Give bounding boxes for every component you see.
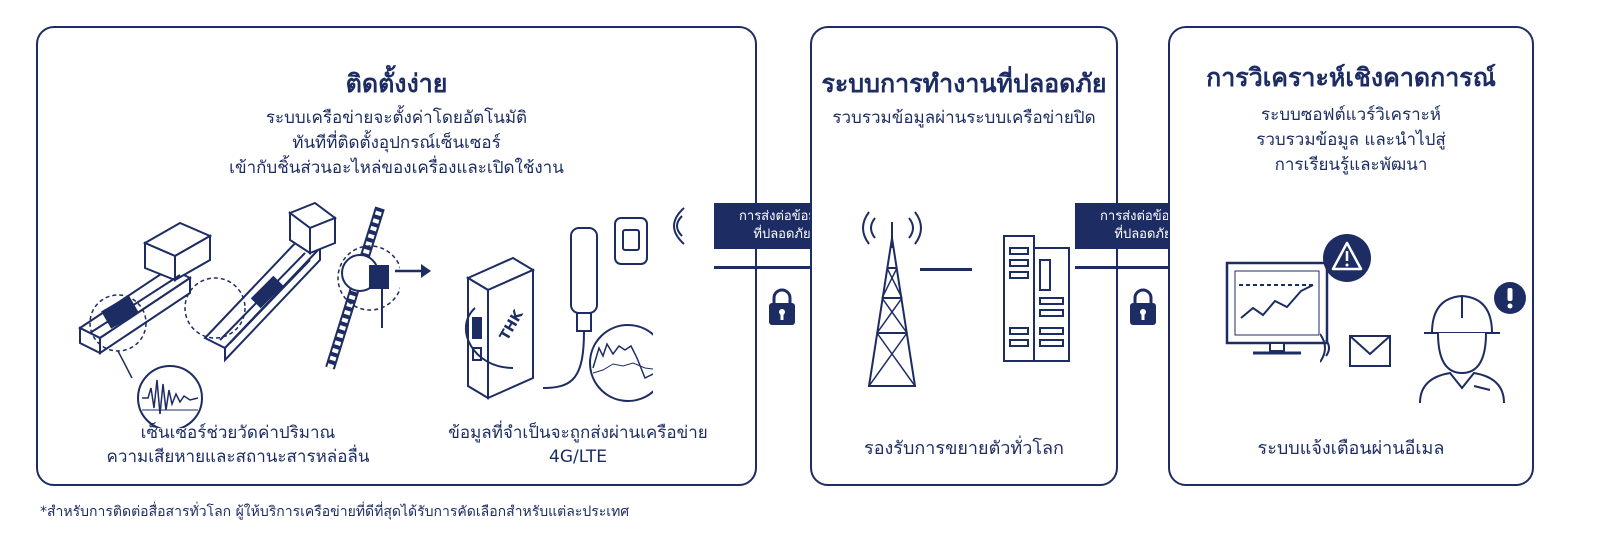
connector-line-1: [714, 266, 850, 269]
panel-install-subtitle: ระบบเครือข่ายจะตั้งค่าโดยอัตโนมัติ ทันที…: [38, 106, 755, 181]
secure-transfer-label-2-line-2: ที่ปลอดภัย: [1114, 227, 1172, 242]
usb-modem-icon: [464, 227, 598, 389]
caption-sensor-line-2: ความเสียหายและสถานะสารหล่อลื่น: [106, 447, 370, 467]
panel-secure-subtitle: รวบรวมข้อมูลผ่านระบบเครือข่ายปิด: [832, 108, 1096, 128]
lock-icon: [1130, 288, 1156, 325]
exclamation-icon: [1494, 282, 1526, 314]
panel-install-subtitle-line-1: ระบบเครือข่ายจะตั้งค่าโดยอัตโนมัติ: [265, 108, 528, 128]
arrow-right-icon: [395, 264, 431, 278]
sim-card-icon: [614, 217, 648, 265]
panel-secure-operation: ระบบการทำงานที่ปลอดภัย รวบรวมข้อมูลผ่านร…: [810, 26, 1118, 486]
waveform-graph-icon: [589, 324, 653, 402]
sensor-highlight-3: [337, 245, 400, 311]
machine-components-illustration: [78, 201, 400, 428]
envelope-icon: [1320, 333, 1391, 367]
ball-screw-icon: [325, 206, 389, 370]
footnote: *สำหรับการติดต่อสื่อสารทั่วโลก ผู้ให้บริ…: [40, 504, 630, 520]
sensor-highlight-2: [184, 277, 246, 339]
caption-sensor: เซ็นเซอร์ช่วยวัดค่าปริมาณ ความเสียหายและ…: [48, 421, 428, 469]
cell-tower-icon: [862, 211, 922, 387]
warning-icon: [1323, 234, 1371, 282]
panel-install-subtitle-line-2: ทันทีที่ติดตั้งอุปกรณ์เซ็นเซอร์: [292, 133, 501, 153]
panel-predict-subtitle-line-3: การเรียนรู้และพัฒนา: [1274, 155, 1428, 175]
panel-predict-subtitle-line-1: ระบบซอฟต์แวร์วิเคราะห์: [1260, 105, 1442, 125]
lock-icon: [769, 288, 795, 325]
secure-transfer-label-1-line-1: การส่งต่อข้อมูล: [739, 209, 825, 224]
linear-guide-icon: [78, 221, 213, 355]
panel-install-subtitle-line-3: เข้ากับชิ้นส่วนอะไหล่ของเครื่องและเปิดใช…: [229, 158, 564, 178]
caption-network-line-2: 4G/LTE: [549, 447, 607, 467]
panel-predict-subtitle-line-2: รวบรวมข้อมูล และนำไปสู่: [1256, 130, 1446, 150]
secure-transfer-label-1-line-2: ที่ปลอดภัย: [753, 227, 811, 242]
vibration-graph-icon: [137, 365, 203, 428]
wireless-signal-icon: [673, 207, 685, 245]
server-icon: [1003, 235, 1070, 362]
panel-predict-caption: ระบบแจ้งเตือนผ่านอีเมล: [1257, 438, 1445, 459]
panel-predictive-analysis: การวิเคราะห์เชิงคาดการณ์ ระบบซอฟต์แวร์วิ…: [1168, 26, 1534, 486]
caption-network-line-1: ข้อมูลที่จำเป็นจะถูกส่งผ่านเครือข่าย: [448, 423, 708, 443]
monitor-alert-icon: [1225, 234, 1371, 355]
panel-secure-title: ระบบการทำงานที่ปลอดภัย: [821, 69, 1107, 98]
panel-secure-caption: รองรับการขยายตัวทั่วโลก: [864, 438, 1064, 459]
panel-easy-install: ติดตั้งง่าย ระบบเครือข่ายจะตั้งค่าโดยอัต…: [36, 26, 757, 486]
gateway-device-illustration: THK: [464, 217, 653, 402]
connector-line-mid: [920, 268, 972, 271]
panel-install-title: ติดตั้งง่าย: [345, 69, 448, 98]
actuator-icon: [203, 201, 338, 363]
panel-predict-subtitle: ระบบซอฟต์แวร์วิเคราะห์ รวบรวมข้อมูล และน…: [1170, 103, 1532, 178]
caption-sensor-line-1: เซ็นเซอร์ช่วยวัดค่าปริมาณ: [140, 423, 336, 443]
panel-predict-title: การวิเคราะห์เชิงคาดการณ์: [1206, 63, 1496, 92]
secure-transfer-label-2-line-1: การส่งต่อข้อมูล: [1100, 209, 1186, 224]
connector-line-2: [1075, 266, 1211, 269]
gateway-device-icon: THK: [465, 256, 536, 400]
worker-icon: [1419, 282, 1526, 403]
caption-network: ข้อมูลที่จำเป็นจะถูกส่งผ่านเครือข่าย 4G/…: [408, 421, 748, 469]
